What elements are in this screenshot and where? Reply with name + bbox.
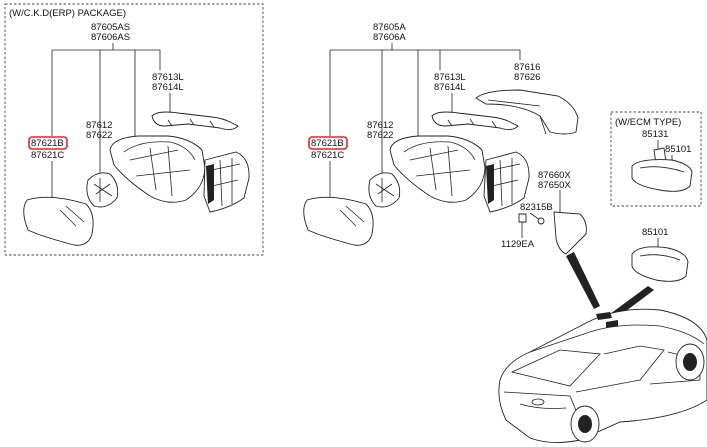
center-cap-code-2[interactable]: 87626 bbox=[514, 72, 540, 83]
center-glass-code-highlighted[interactable]: 87621B bbox=[311, 138, 344, 149]
bolt-code[interactable]: 1129EA bbox=[501, 239, 535, 250]
delta-garnish bbox=[553, 211, 587, 255]
left-assy-code-1[interactable]: 87605AS bbox=[91, 22, 130, 33]
left-cover-strip bbox=[151, 111, 239, 131]
left-cover-code-2[interactable]: 87614L bbox=[152, 82, 184, 93]
ecm-type-header: (W/ECM TYPE) bbox=[615, 117, 681, 128]
center-assy-code-2[interactable]: 87606A bbox=[373, 32, 406, 43]
bolt-part bbox=[518, 213, 527, 223]
center-callout-lines bbox=[329, 43, 521, 175]
center-glass-code-2[interactable]: 87621C bbox=[311, 150, 344, 161]
erp-package-header: (W/C.K.D(ERP) PACKAGE) bbox=[9, 8, 126, 19]
center-cap-code-1[interactable]: 87616 bbox=[514, 62, 540, 73]
left-actuator-code-2[interactable]: 87622 bbox=[86, 130, 112, 141]
ecm-mount-code[interactable]: 85131 bbox=[642, 129, 668, 140]
left-mirror-base bbox=[203, 151, 250, 213]
car-illustration bbox=[498, 308, 707, 443]
screw-part bbox=[537, 217, 545, 225]
left-highlight-box bbox=[28, 136, 68, 150]
pointer-to-door-mirror bbox=[566, 252, 600, 309]
screw-code[interactable]: 82315B bbox=[520, 202, 553, 213]
left-glass-code-highlighted[interactable]: 87621B bbox=[31, 138, 64, 149]
left-actuator-code-1[interactable]: 87612 bbox=[86, 120, 112, 131]
left-assy-code-2[interactable]: 87606AS bbox=[91, 32, 130, 43]
inside-mirror bbox=[631, 246, 689, 282]
ecm-inside-mirror bbox=[631, 159, 693, 192]
left-glass-code-2[interactable]: 87621C bbox=[31, 150, 64, 161]
center-mirror-housing bbox=[389, 135, 486, 203]
ecm-type-box bbox=[610, 111, 702, 207]
center-cover-code-1[interactable]: 87613L bbox=[434, 72, 466, 83]
center-highlight-box bbox=[308, 136, 348, 150]
ecm-mirror-code[interactable]: 85101 bbox=[665, 144, 691, 155]
inside-mirror-code[interactable]: 85101 bbox=[642, 227, 668, 238]
center-actuator-code-2[interactable]: 87622 bbox=[367, 130, 393, 141]
center-mirror-cap bbox=[475, 89, 579, 135]
left-mirror-housing bbox=[109, 135, 206, 203]
left-callout-lines bbox=[51, 43, 161, 175]
center-assy-code-1[interactable]: 87605A bbox=[373, 22, 406, 33]
left-cover-code-1[interactable]: 87613L bbox=[152, 72, 184, 83]
center-cover-strip bbox=[431, 111, 519, 131]
garnish-code-2[interactable]: 87650X bbox=[538, 180, 571, 191]
garnish-code-1[interactable]: 87660X bbox=[538, 170, 571, 181]
center-mirror-base bbox=[483, 151, 530, 213]
center-actuator-code-1[interactable]: 87612 bbox=[367, 120, 393, 131]
left-mirror-glass bbox=[23, 196, 94, 246]
center-cover-code-2[interactable]: 87614L bbox=[434, 82, 466, 93]
erp-package-box bbox=[4, 3, 264, 256]
center-mirror-glass bbox=[303, 196, 374, 246]
